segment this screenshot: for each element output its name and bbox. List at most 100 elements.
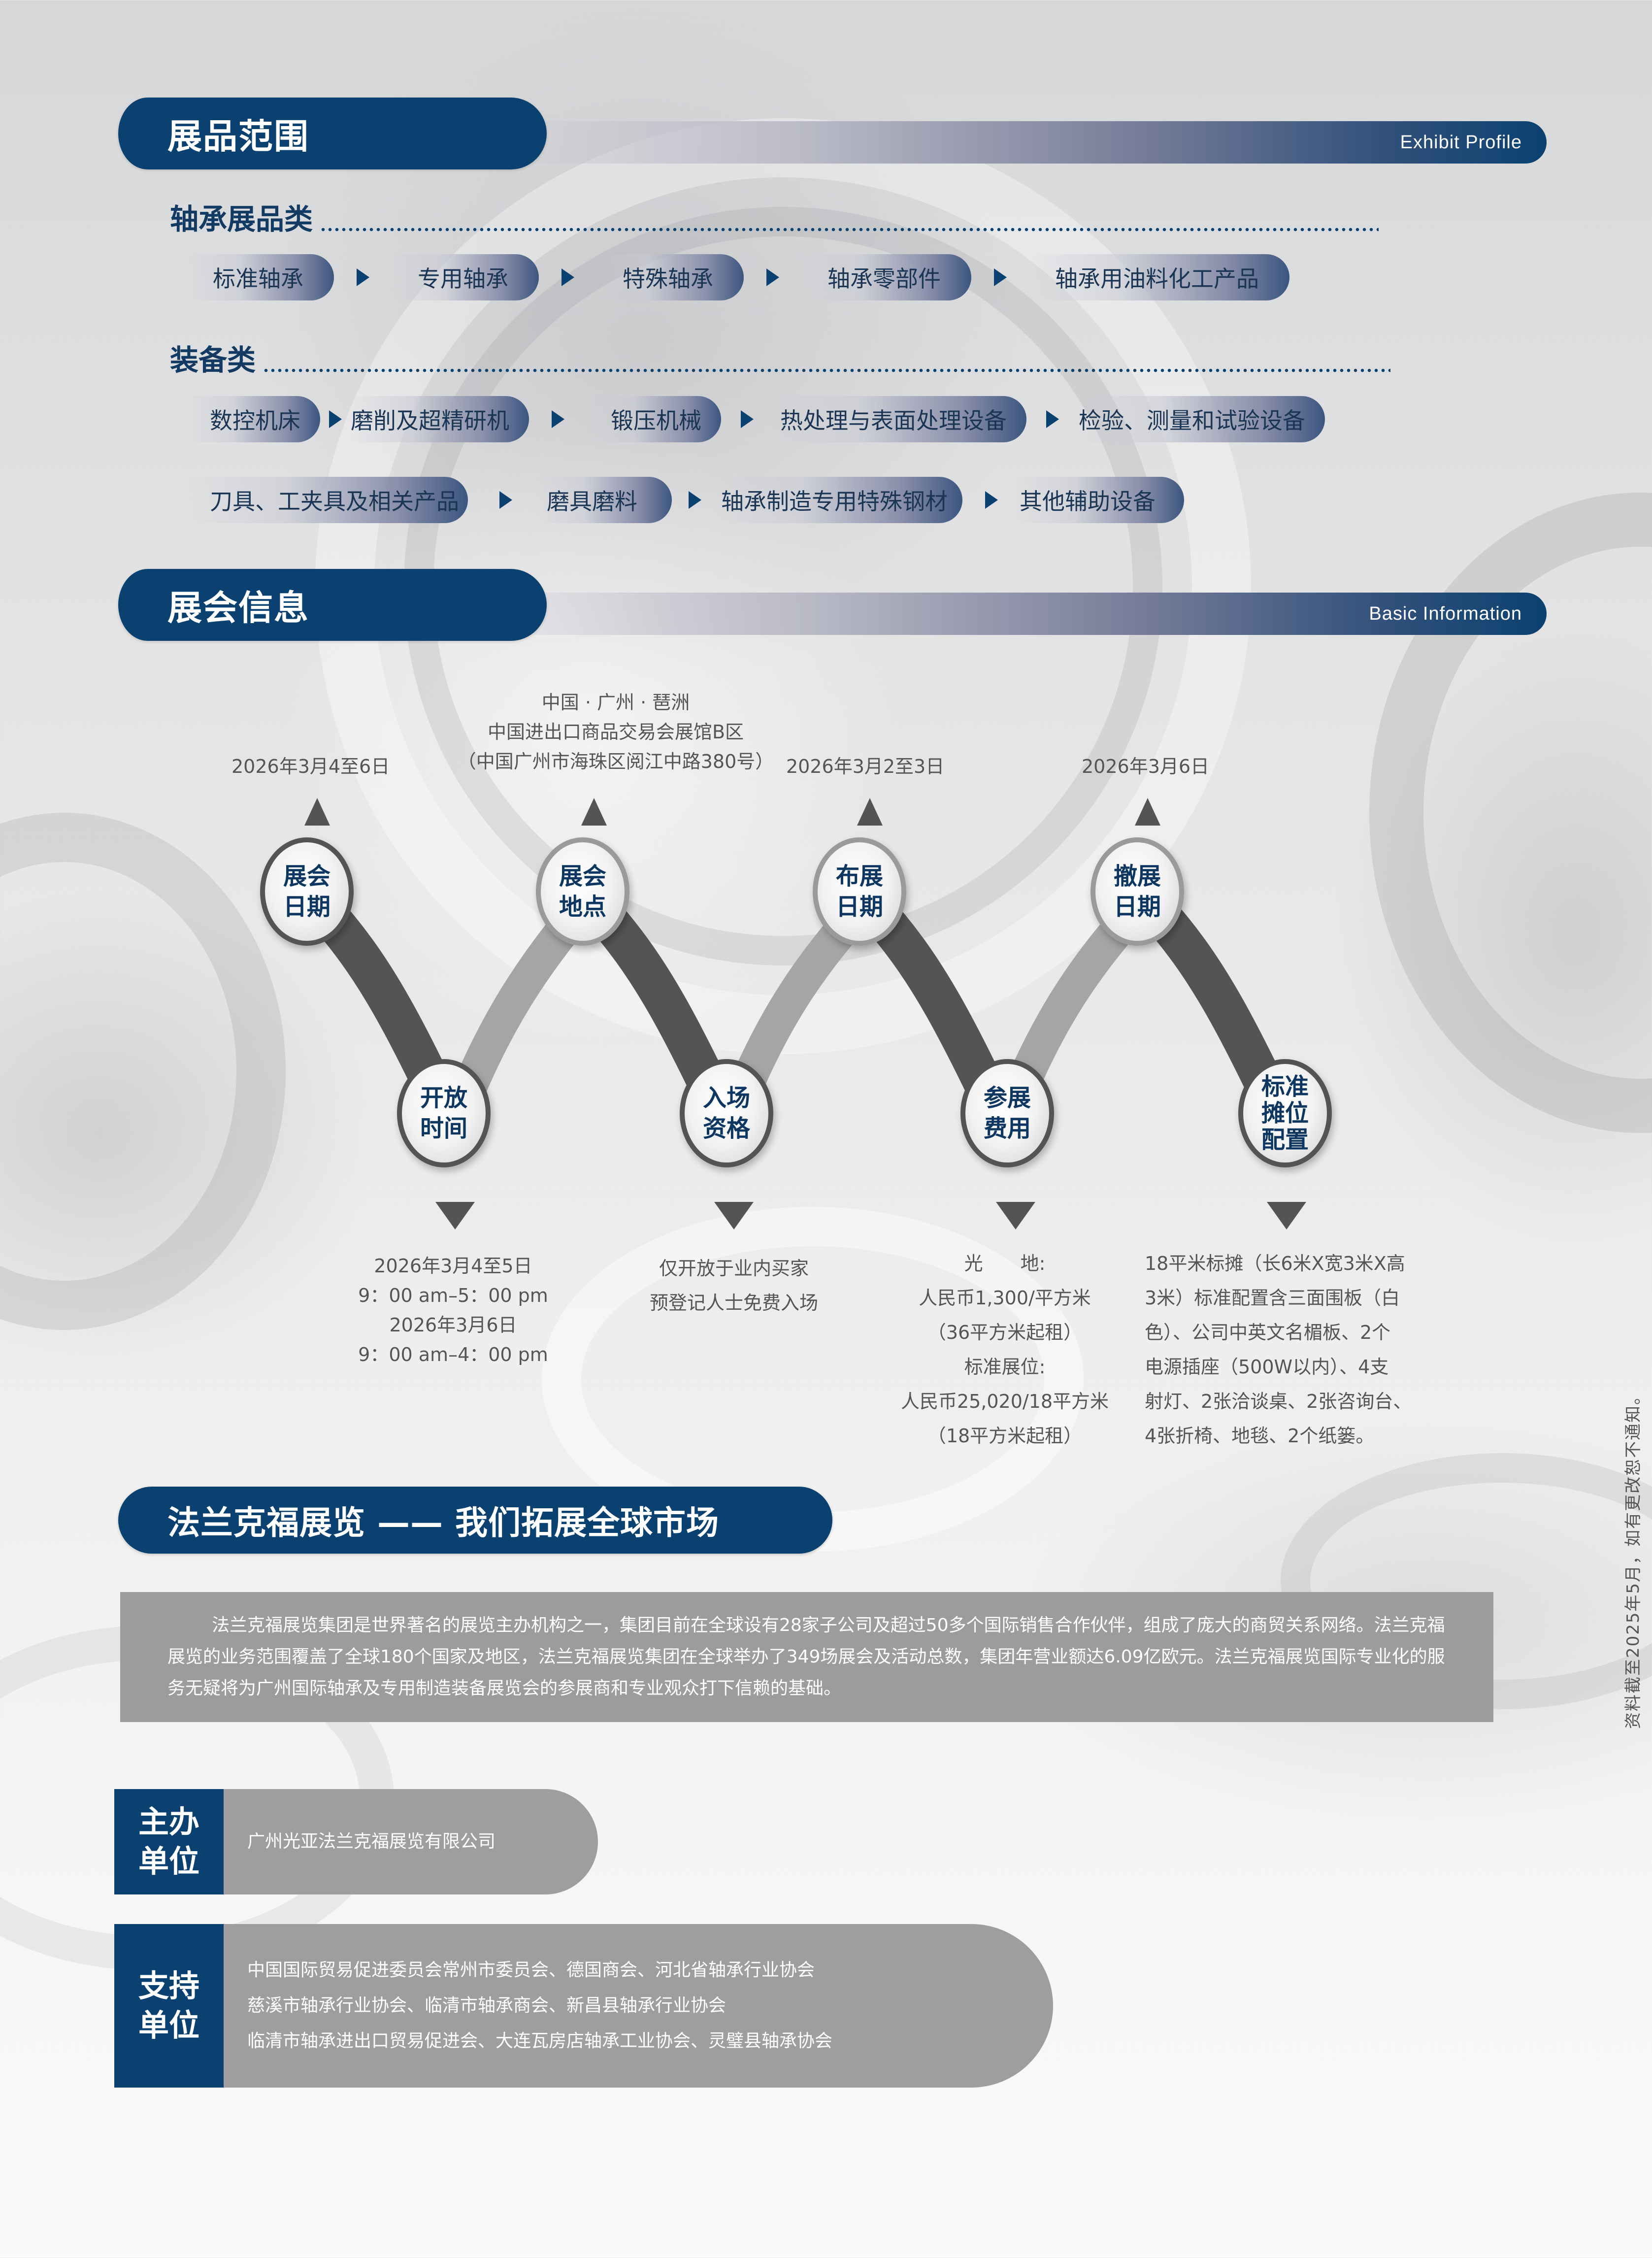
info-text-move-in-date: 2026年3月2至3日	[786, 752, 944, 781]
info-line: 中国 · 广州 · 琶洲	[541, 692, 690, 713]
dotted-divider	[263, 368, 1391, 372]
product-pill: 轴承制造专用特殊钢材	[716, 477, 962, 523]
info-line: 电源插座（500W以内）、4支	[1145, 1356, 1389, 1378]
category-label: 装备类	[170, 343, 256, 377]
bearing-products-row: 标准轴承 专用轴承 特殊轴承 轴承零部件 轴承用油料化工产品	[187, 254, 1289, 300]
node-label: 标准	[1261, 1073, 1309, 1100]
label-line: 支持	[138, 1968, 199, 2004]
node-label: 开放	[420, 1084, 467, 1112]
category-title-equipment: 装备类	[170, 337, 1391, 378]
arrow-right-icon	[766, 268, 779, 286]
section-subtitle-en: Exhibit Profile	[1400, 132, 1522, 153]
info-line: （18平方米起租）	[927, 1425, 1083, 1447]
arrow-right-icon	[994, 268, 1007, 286]
info-line: 4张折椅、地毯、2个纸篓。	[1145, 1425, 1375, 1447]
arrow-down-icon	[1267, 1202, 1306, 1229]
info-text-participation-fee: 光 地: 人民币1,300/平方米 （36平方米起租） 标准展位: 人民币25,…	[887, 1246, 1123, 1453]
node-label: 费用	[983, 1115, 1031, 1142]
category-title-bearings: 轴承展品类	[170, 196, 1379, 237]
section-title: 展会信息	[118, 569, 547, 641]
product-pill: 数控机床	[187, 396, 320, 442]
info-line: 3米）标准配置含三面围板（白	[1145, 1287, 1400, 1309]
product-pill: 其他辅助设备	[1015, 477, 1184, 523]
organizer-name: 慈溪市轴承行业协会、临清市轴承商会、新昌县轴承行业协会	[247, 1995, 727, 2016]
organizer-name: 中国国际贸易促进委员会常州市委员会、德国商会、河北省轴承行业协会	[247, 1960, 815, 1980]
product-pill: 刀具、工夹具及相关产品	[187, 477, 468, 523]
organizer-name: 广州光亚法兰克福展览有限公司	[247, 1831, 496, 1852]
info-text-exhibition-date: 2026年3月4至6日	[231, 752, 390, 781]
equipment-products-row-1: 数控机床 磨削及超精研机 锻压机械 热处理与表面处理设备 检验、测量和试验设备	[187, 396, 1325, 442]
messe-about-paragraph: 法兰克福展览集团是世界著名的展览主办机构之一，集团目前在全球设有28家子公司及超…	[120, 1592, 1493, 1722]
info-line: 人民币1,300/平方米	[919, 1287, 1091, 1309]
bearing-ring-decoration	[0, 813, 286, 1330]
product-pill: 磨具磨料	[537, 477, 672, 523]
info-line: 光 地:	[964, 1253, 1046, 1274]
arrow-right-icon	[689, 491, 701, 509]
arrow-right-icon	[357, 268, 369, 286]
messe-slogan-banner: 法兰克福展览 —— 我们拓展全球市场	[118, 1487, 832, 1554]
node-venue: 展会地点	[536, 837, 629, 946]
node-label: 地点	[559, 893, 606, 921]
host-content: 广州光亚法兰克福展览有限公司	[224, 1789, 598, 1894]
info-line: 2026年3月4至5日	[374, 1255, 532, 1277]
exhibit-profile-header: 展品范围 Exhibit Profile	[118, 98, 1547, 171]
node-move-in-date: 布展日期	[813, 837, 906, 946]
arrow-down-icon	[435, 1202, 475, 1229]
info-line: 中国进出口商品交易会展馆B区	[487, 721, 744, 743]
label-line: 主办	[138, 1804, 199, 1840]
section-title: 展品范围	[118, 98, 547, 169]
arrow-up-icon	[857, 798, 883, 826]
node-label: 资格	[702, 1115, 750, 1142]
info-line: 2026年3月4至6日	[231, 756, 390, 777]
section-subtitle-en: Basic Information	[1369, 603, 1522, 624]
info-text-move-out-date: 2026年3月6日	[1082, 752, 1209, 781]
section-subtitle-bar: Exhibit Profile	[493, 121, 1547, 164]
info-line: 9：00 am–4：00 pm	[358, 1344, 548, 1365]
support-organizer-block: 支持单位 中国国际贸易促进委员会常州市委员会、德国商会、河北省轴承行业协会 慈溪…	[114, 1924, 1053, 2088]
node-participation-fee: 参展费用	[960, 1059, 1054, 1167]
info-line: 2026年3月6日	[1082, 756, 1210, 777]
arrow-right-icon	[741, 410, 754, 428]
node-label: 日期	[283, 893, 330, 921]
arrow-up-icon	[581, 798, 607, 826]
basic-info-header: 展会信息 Basic Information	[118, 569, 1547, 643]
arrow-up-icon	[1135, 798, 1160, 826]
node-opening-hours: 开放时间	[397, 1059, 491, 1167]
node-label: 配置	[1261, 1126, 1309, 1154]
product-pill: 轴承用油料化工产品	[1029, 254, 1289, 300]
info-text-opening-hours: 2026年3月4至5日 9：00 am–5：00 pm 2026年3月6日 9：…	[345, 1251, 562, 1369]
arrow-down-icon	[996, 1202, 1035, 1229]
node-label: 时间	[420, 1115, 467, 1142]
info-line: 预登记人士免费入场	[649, 1292, 818, 1314]
node-label: 展会	[283, 863, 330, 890]
product-pill: 锻压机械	[587, 396, 721, 442]
info-line: 2026年3月6日	[389, 1314, 517, 1336]
product-pill: 热处理与表面处理设备	[770, 396, 1026, 442]
node-label: 布展	[835, 863, 883, 890]
info-text-standard-booth: 18平米标摊（长6米X宽3米X高 3米）标准配置含三面围板（白 色）、公司中英文…	[1145, 1246, 1440, 1453]
node-label: 撤展	[1113, 863, 1161, 890]
dotted-divider	[320, 228, 1379, 232]
arrow-right-icon	[985, 491, 998, 509]
arrow-right-icon	[499, 491, 512, 509]
product-pill: 标准轴承	[187, 254, 334, 300]
node-standard-booth: 标准摊位配置	[1238, 1059, 1332, 1167]
info-line: 人民币25,020/18平方米	[900, 1391, 1109, 1412]
product-pill: 轴承零部件	[802, 254, 971, 300]
label-line: 单位	[138, 1843, 199, 1879]
organizer-name: 临清市轴承进出口贸易促进会、大连瓦房店轴承工业协会、灵璧县轴承协会	[247, 2031, 833, 2051]
host-label: 主办单位	[114, 1789, 224, 1894]
arrow-right-icon	[329, 410, 342, 428]
info-line: 射灯、2张洽谈桌、2张咨询台、	[1145, 1391, 1412, 1412]
product-pill: 专用轴承	[392, 254, 539, 300]
info-line: （36平方米起租）	[927, 1322, 1083, 1343]
info-text-admission: 仅开放于业内买家 预登记人士免费入场	[635, 1251, 832, 1320]
node-label: 参展	[983, 1084, 1031, 1112]
info-line: 仅开放于业内买家	[659, 1258, 809, 1279]
product-pill: 磨削及超精研机	[349, 396, 529, 442]
equipment-products-row-2: 刀具、工夹具及相关产品 磨具磨料 轴承制造专用特殊钢材 其他辅助设备	[187, 477, 1184, 523]
product-pill: 检验、测量和试验设备	[1074, 396, 1325, 442]
label-line: 单位	[138, 2007, 199, 2043]
info-line: 标准展位:	[964, 1356, 1046, 1378]
node-label: 摊位	[1261, 1099, 1309, 1127]
